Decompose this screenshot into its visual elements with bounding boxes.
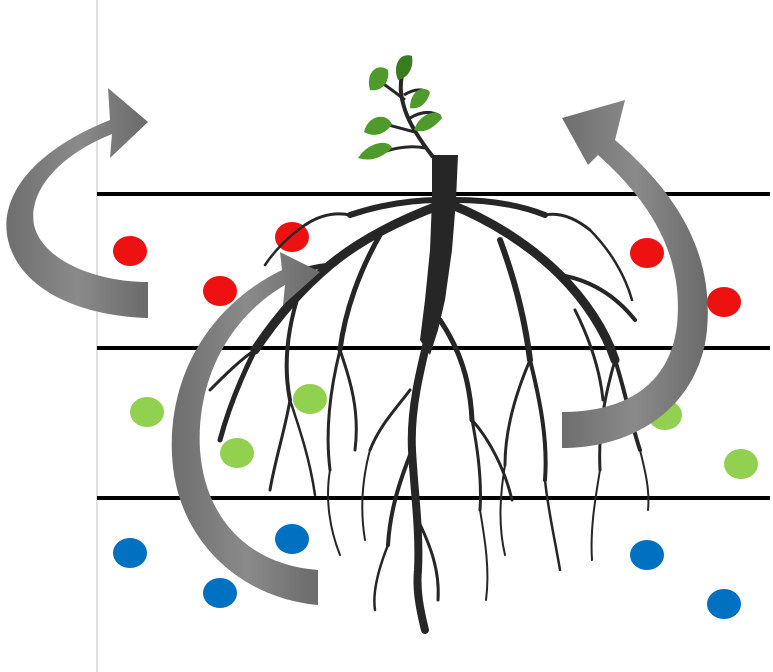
nutrient-dot [220, 438, 254, 468]
nutrient-dots-bottom [113, 524, 741, 619]
nutrient-dot [630, 540, 664, 570]
curved-arrow-icon-center [171, 252, 320, 605]
nutrient-dot [275, 524, 309, 554]
plant-root-icon [208, 155, 650, 634]
nutrient-dot [113, 538, 147, 568]
seedling-leaves [358, 55, 442, 160]
nutrient-dot [293, 384, 327, 414]
curved-arrow-icon-right [562, 100, 708, 448]
nutrient-dot [630, 238, 664, 268]
curved-arrow-icon-left [6, 88, 149, 318]
nutrient-dot [130, 397, 164, 427]
nutrient-dot [203, 578, 237, 608]
nutrient-dot [707, 287, 741, 317]
nutrient-dots-top [113, 222, 741, 317]
nutrient-dots-middle [130, 384, 758, 479]
nutrient-dot [724, 449, 758, 479]
nutrient-dot [203, 276, 237, 306]
nutrient-dot [113, 236, 147, 266]
nutrient-dot [707, 589, 741, 619]
